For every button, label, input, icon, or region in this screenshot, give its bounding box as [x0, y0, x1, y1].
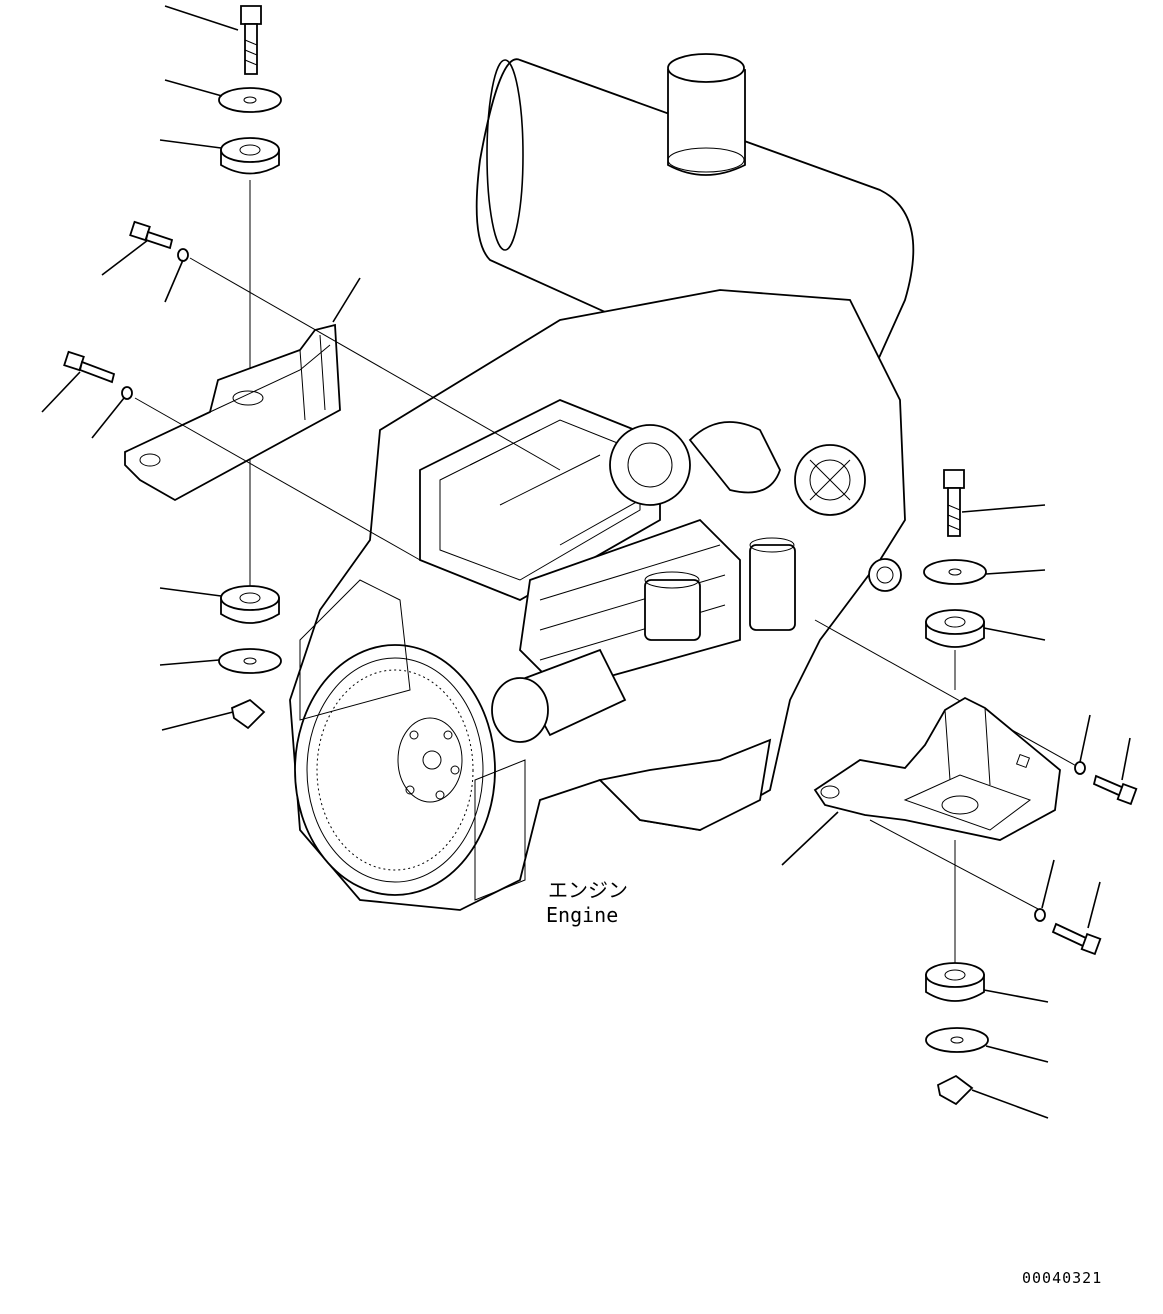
right-lower-washer	[926, 1028, 988, 1052]
engine-label-jp: エンジン	[548, 878, 628, 902]
left-top-washer	[219, 88, 281, 112]
engine-illustration	[290, 54, 913, 910]
right-mount-bracket	[815, 698, 1060, 840]
right-side-bolt-lower	[1035, 909, 1100, 954]
right-leader-lines	[782, 505, 1130, 1118]
left-top-cushion	[221, 138, 279, 174]
right-lower-cushion	[926, 963, 984, 1001]
right-top-washer	[924, 560, 986, 584]
flywheel	[295, 645, 495, 895]
document-number: 00040321	[1022, 1269, 1102, 1287]
left-nut	[232, 700, 264, 728]
right-top-cushion	[926, 610, 984, 647]
left-lower-cushion	[221, 586, 279, 623]
right-top-bolt	[944, 470, 964, 536]
engine-label-en: Engine	[546, 903, 618, 927]
left-mount-assembly	[42, 6, 560, 730]
right-side-bolt-upper	[1075, 762, 1136, 804]
right-mount-assembly	[782, 470, 1136, 1118]
left-top-bolt	[241, 6, 261, 74]
left-lower-washer	[219, 649, 281, 673]
left-mount-bracket	[125, 325, 340, 500]
left-side-bolt-upper	[130, 222, 188, 261]
left-leader-lines	[42, 6, 360, 730]
left-side-bolt-lower	[64, 352, 132, 399]
right-nut	[938, 1076, 972, 1104]
